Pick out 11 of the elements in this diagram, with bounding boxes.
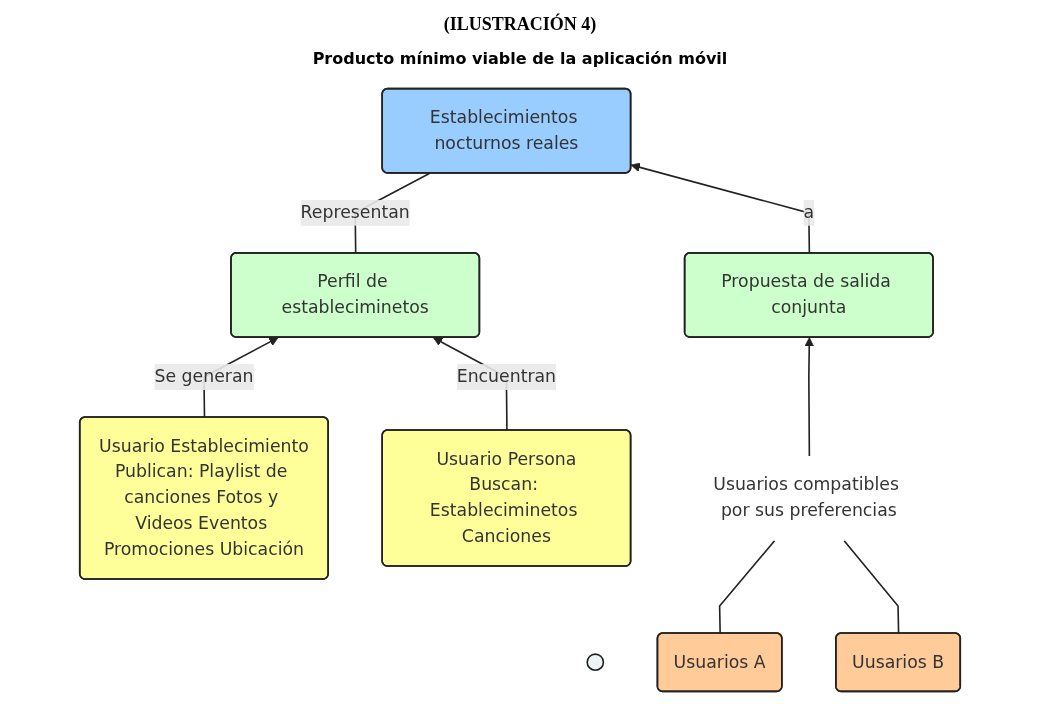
edge-label: Representan	[300, 202, 410, 223]
edge-label: Se generan	[154, 366, 254, 387]
figure-title: (ILUSTRACIÓN 4)	[443, 14, 597, 35]
node-text: Usuarios compatibles por sus preferencias	[713, 474, 899, 521]
arrow	[804, 337, 814, 458]
node-ellipse	[586, 653, 605, 672]
connector	[843, 539, 900, 635]
connector	[718, 539, 776, 635]
edge-label: Encuentran	[456, 366, 557, 387]
figure-subtitle: Producto mínimo viable de la aplicación móvil	[312, 49, 728, 68]
edge-label: a	[803, 202, 815, 223]
